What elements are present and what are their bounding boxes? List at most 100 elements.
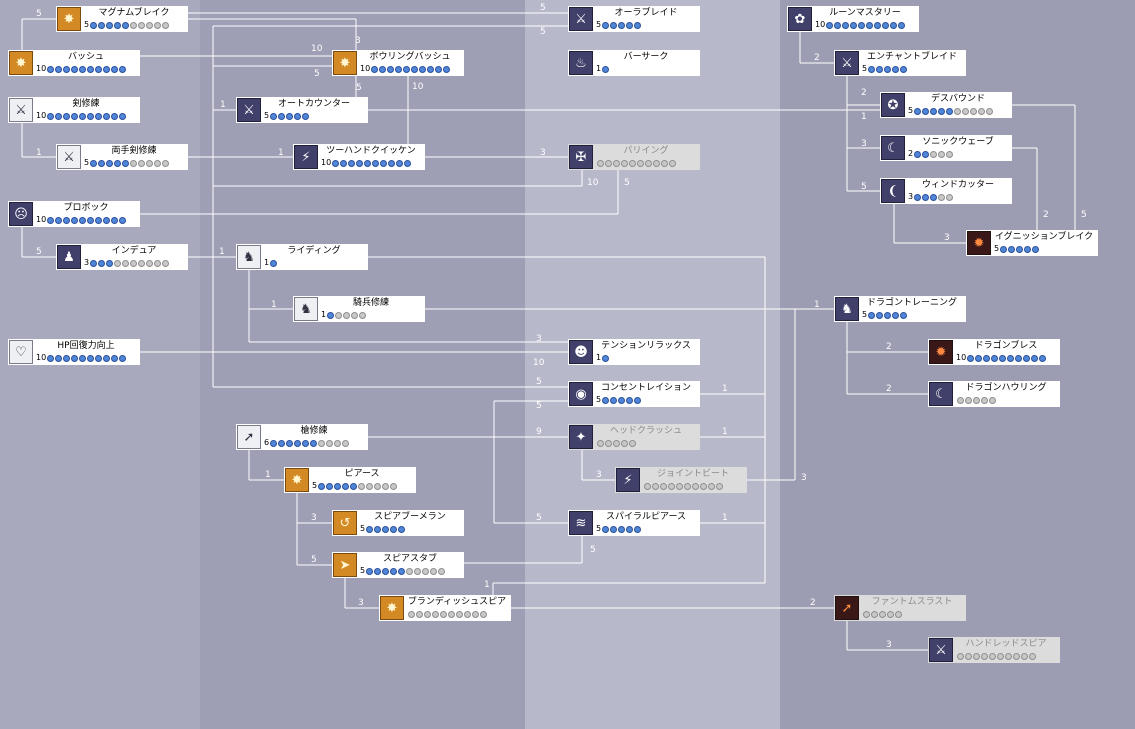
level-pip[interactable] (957, 652, 964, 660)
level-pip[interactable] (71, 65, 79, 73)
level-pip[interactable] (286, 439, 294, 447)
level-pip[interactable] (991, 354, 999, 362)
level-pip[interactable] (424, 610, 431, 618)
level-pip[interactable] (868, 65, 876, 73)
level-pip[interactable] (294, 439, 302, 447)
level-pip[interactable] (302, 439, 310, 447)
level-pip[interactable] (146, 21, 154, 29)
level-pip[interactable] (602, 396, 610, 404)
level-pip[interactable] (340, 159, 348, 167)
spear-stab-icon[interactable]: ➤ (333, 553, 357, 577)
level-pip[interactable] (634, 525, 642, 533)
bash-icon[interactable]: ✸ (9, 51, 33, 75)
level-pip[interactable] (119, 354, 127, 362)
level-pip[interactable] (957, 396, 964, 404)
level-pip[interactable] (866, 21, 874, 29)
level-pip[interactable] (946, 193, 954, 201)
level-pip[interactable] (98, 21, 106, 29)
level-pip[interactable] (644, 482, 651, 490)
level-pip[interactable] (63, 65, 71, 73)
level-pip[interactable] (138, 259, 146, 267)
level-pip[interactable] (318, 482, 326, 490)
level-pip[interactable] (358, 482, 366, 490)
level-pip[interactable] (1039, 354, 1047, 362)
level-pip[interactable] (342, 439, 350, 447)
two-hand-quicken-icon[interactable]: ⚡ (294, 145, 318, 169)
level-pip[interactable] (954, 107, 962, 115)
level-pip[interactable] (863, 610, 870, 618)
level-pip[interactable] (351, 311, 359, 319)
level-pip[interactable] (382, 482, 390, 490)
dragon-breath-icon[interactable]: ✹ (929, 340, 953, 364)
level-pip[interactable] (967, 354, 975, 362)
level-pip[interactable] (884, 65, 892, 73)
level-pip[interactable] (388, 159, 396, 167)
level-pip[interactable] (406, 567, 414, 575)
level-pip[interactable] (270, 112, 278, 120)
skill-jointbeat[interactable]: ⚡ジョイントビート (615, 467, 747, 493)
level-pip[interactable] (87, 216, 95, 224)
skill-phantomthrust[interactable]: ➚ファントムスラスト (834, 595, 966, 621)
level-pip[interactable] (708, 482, 715, 490)
level-pip[interactable] (618, 21, 626, 29)
level-pip[interactable] (398, 567, 406, 575)
level-pip[interactable] (618, 525, 626, 533)
level-pip[interactable] (146, 259, 154, 267)
tension-relax-icon[interactable]: ☻ (569, 340, 593, 364)
level-pip[interactable] (676, 482, 683, 490)
heart-icon[interactable]: ♡ (9, 340, 33, 364)
level-pip[interactable] (1005, 652, 1012, 660)
level-pip[interactable] (874, 21, 882, 29)
ignition-break-icon[interactable]: ✹ (967, 231, 991, 255)
level-pip[interactable] (327, 311, 335, 319)
level-pip[interactable] (629, 439, 636, 447)
two-hand-sword-icon[interactable]: ⚔ (57, 145, 81, 169)
endure-icon[interactable]: ♟ (57, 245, 81, 269)
level-pip[interactable] (382, 525, 390, 533)
level-pip[interactable] (63, 216, 71, 224)
level-pip[interactable] (366, 482, 374, 490)
level-pip[interactable] (1032, 245, 1040, 253)
level-pip[interactable] (438, 567, 446, 575)
level-pip[interactable] (111, 65, 119, 73)
level-pip[interactable] (613, 159, 620, 167)
level-pip[interactable] (79, 354, 87, 362)
level-pip[interactable] (653, 159, 660, 167)
level-pip[interactable] (826, 21, 834, 29)
level-pip[interactable] (938, 107, 946, 115)
level-pip[interactable] (981, 652, 988, 660)
level-pip[interactable] (602, 65, 610, 73)
level-pip[interactable] (965, 652, 972, 660)
level-pip[interactable] (448, 610, 455, 618)
brandish-spear-icon[interactable]: ✸ (380, 596, 404, 620)
level-pip[interactable] (1013, 652, 1020, 660)
rune-mastery-icon[interactable]: ✿ (788, 7, 812, 31)
level-pip[interactable] (326, 439, 334, 447)
level-pip[interactable] (359, 311, 367, 319)
level-pip[interactable] (1007, 354, 1015, 362)
spear-boomerang-icon[interactable]: ↺ (333, 511, 357, 535)
level-pip[interactable] (914, 107, 922, 115)
level-pip[interactable] (692, 482, 699, 490)
level-pip[interactable] (938, 150, 946, 158)
level-pip[interactable] (95, 65, 103, 73)
death-bound-icon[interactable]: ✪ (881, 93, 905, 117)
level-pip[interactable] (892, 311, 900, 319)
level-pip[interactable] (366, 525, 374, 533)
level-pip[interactable] (90, 21, 98, 29)
level-pip[interactable] (146, 159, 154, 167)
level-pip[interactable] (318, 439, 326, 447)
level-pip[interactable] (973, 652, 980, 660)
level-pip[interactable] (938, 193, 946, 201)
level-pip[interactable] (613, 439, 620, 447)
dragon-howling-icon[interactable]: ☾ (929, 382, 953, 406)
spear-icon[interactable]: ➚ (237, 425, 261, 449)
level-pip[interactable] (669, 159, 676, 167)
level-pip[interactable] (605, 159, 612, 167)
